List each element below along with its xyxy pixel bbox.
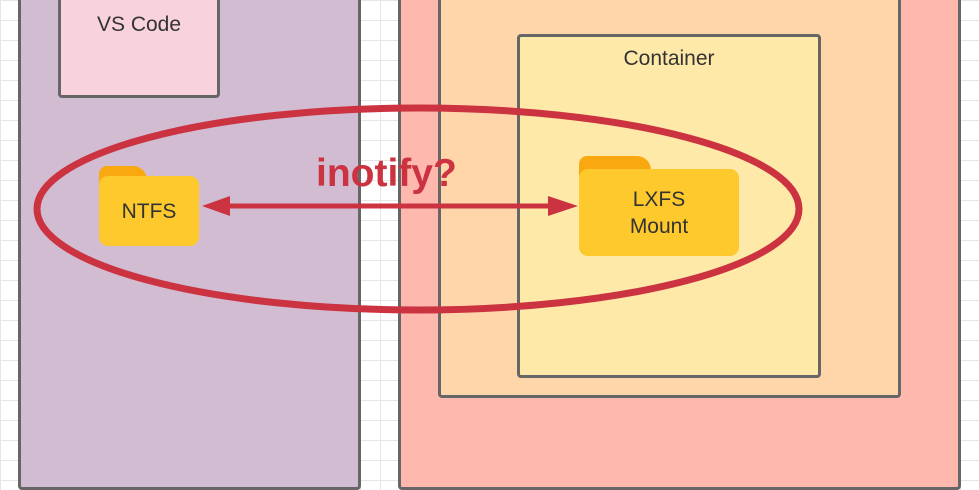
lxfs-label-line1: LXFS — [632, 187, 686, 211]
lxfs-folder-body: LXFS Mount — [579, 169, 739, 256]
sync-arrow-right-head — [548, 196, 578, 216]
vscode-box: VS Code — [58, 0, 220, 98]
lxfs-label-line2: Mount — [629, 214, 689, 238]
lxfs-mount-folder-icon: LXFS Mount — [579, 156, 739, 256]
ntfs-label: NTFS — [121, 199, 177, 223]
annotation-overlay — [33, 104, 803, 314]
ntfs-folder-icon: NTFS — [99, 166, 199, 246]
highlight-ellipse — [33, 104, 803, 314]
container-label: Container — [623, 47, 715, 70]
sync-arrow-left-head — [202, 196, 230, 216]
vscode-label: VS Code — [96, 13, 182, 36]
ntfs-folder-body: NTFS — [99, 176, 199, 246]
inotify-annotation: inotify? — [316, 152, 457, 195]
